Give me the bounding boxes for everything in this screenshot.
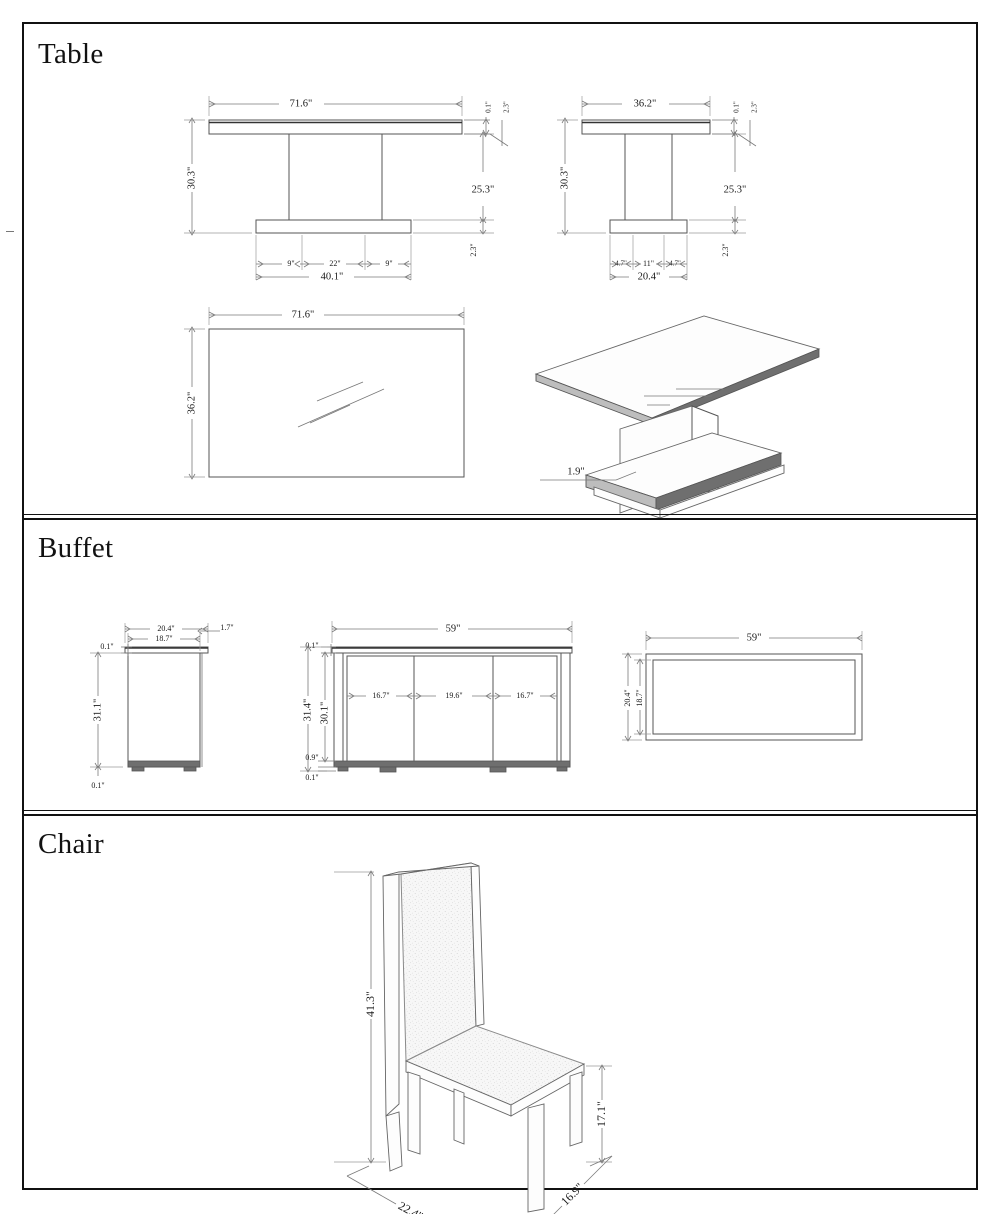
table-plan-view: 71.6" 36.2" xyxy=(184,307,465,480)
table-views-svg: 71.6" 30.3" 25.3" 2.3" xyxy=(184,96,821,519)
dim-table-side-top-width: 36.2" xyxy=(634,98,657,109)
dim-table-front-underside-height: 25.3" xyxy=(472,184,495,195)
dim-table-side-base-left: 4.7" xyxy=(615,260,627,268)
section-title-table: Table xyxy=(38,38,104,70)
dim-buffet-front-width: 59" xyxy=(446,623,461,634)
dim-table-plan-length: 71.6" xyxy=(292,309,315,320)
dim-buffet-side-body-height: 31.1" xyxy=(92,699,103,722)
dim-chair-width: 22.4" xyxy=(396,1199,426,1214)
drawing-sheet: Table 71.6" 30 xyxy=(22,22,980,1214)
dim-chair-seat-height: 17.1" xyxy=(594,1101,608,1127)
dim-table-front-top-width: 71.6" xyxy=(290,98,313,109)
dim-table-base-right: 9" xyxy=(385,259,392,268)
table-front-elevation: 71.6" 30.3" 25.3" 2.3" xyxy=(184,96,511,282)
dim-buffet-front-body-height: 30.1" xyxy=(319,702,330,725)
buffet-side-elevation: 20.4" 18.7" 1.7" 0.1" 31.1" xyxy=(90,623,234,790)
dim-buffet-side-top-thickness: 0.1" xyxy=(100,642,113,651)
buffet-views-svg: 20.4" 18.7" 1.7" 0.1" 31.1" xyxy=(90,621,863,790)
dim-table-side-edge-thick: 2.3" xyxy=(751,101,759,113)
chair-isometric-view: 41.3" 17.1" 22.4" 16.9" xyxy=(334,862,613,1214)
section-title-chair: Chair xyxy=(38,828,104,860)
buffet-drawings: 20.4" 18.7" 1.7" 0.1" 31.1" xyxy=(24,518,980,808)
dim-table-side-edge-thin: 0.1" xyxy=(733,101,741,113)
chair-drawings: 41.3" 17.1" 22.4" 16.9" xyxy=(24,814,980,1214)
dim-buffet-front-overall-height: 31.4" xyxy=(302,699,313,722)
buffet-plan-view: 59" 20.4" 18.7" xyxy=(622,631,863,742)
dim-table-iso-plinth: 1.9" xyxy=(567,466,584,477)
dim-buffet-door-right: 16.7" xyxy=(516,691,533,700)
table-drawings: 71.6" 30.3" 25.3" 2.3" xyxy=(24,24,980,524)
dim-table-front-base-thickness: 2.3" xyxy=(469,243,478,256)
section-divider-buffet-chair xyxy=(24,810,976,811)
section-divider-buffet-chair-thick xyxy=(24,814,976,816)
dim-table-side-base-thickness: 2.3" xyxy=(721,243,730,256)
dim-buffet-side-inner-depth: 18.7" xyxy=(155,634,172,643)
dim-table-side-overall-height: 30.3" xyxy=(559,167,570,190)
dim-buffet-side-outer-depth: 20.4" xyxy=(157,624,174,633)
section-title-buffet: Buffet xyxy=(38,532,114,564)
dim-buffet-side-foot-height: 0.1" xyxy=(91,781,104,790)
dim-table-base-left: 9" xyxy=(287,259,294,268)
dim-table-side-base-right: 4.7" xyxy=(669,260,681,268)
dim-table-base-center: 22" xyxy=(329,259,340,268)
dim-buffet-plan-outer-depth: 20.4" xyxy=(623,689,632,706)
dim-buffet-plan-inner-depth: 18.7" xyxy=(635,689,644,706)
dim-buffet-side-top-overhang: 1.7" xyxy=(220,623,233,632)
sheet-left-registration-tick xyxy=(6,231,14,232)
dim-chair-overall-height: 41.3" xyxy=(363,991,377,1017)
buffet-front-elevation: 59" 0.1" 31.4" 30.1" 0.9" xyxy=(300,621,573,782)
dim-chair-depth: 16.9" xyxy=(558,1180,586,1208)
dim-table-front-edge-thin: 0.1" xyxy=(485,101,493,113)
dim-buffet-plan-length: 59" xyxy=(747,632,762,643)
dim-buffet-door-center: 19.6" xyxy=(445,691,462,700)
dim-buffet-front-foot-height: 0.1" xyxy=(305,773,318,782)
chair-views-svg: 41.3" 17.1" 22.4" 16.9" xyxy=(334,862,613,1214)
dim-table-side-base-total: 20.4" xyxy=(638,271,661,282)
dim-buffet-door-left: 16.7" xyxy=(372,691,389,700)
dim-table-front-edge-thick: 2.3" xyxy=(503,101,511,113)
section-divider-table-buffet-thick xyxy=(24,518,976,520)
dim-buffet-front-toe-kick: 0.9" xyxy=(305,753,318,762)
dim-buffet-front-top-thickness: 0.1" xyxy=(305,641,318,650)
dim-table-side-base-center: 11" xyxy=(643,259,654,268)
dim-table-base-total: 40.1" xyxy=(321,271,344,282)
dim-table-front-overall-height: 30.3" xyxy=(186,167,197,190)
table-isometric-view: 1.9" xyxy=(534,315,821,519)
table-side-elevation: 36.2" 30.3" 25.3" 2.3" 0. xyxy=(557,96,759,282)
dim-table-plan-width: 36.2" xyxy=(186,392,197,415)
section-divider-table-buffet xyxy=(24,514,976,515)
dim-table-side-underside-height: 25.3" xyxy=(724,184,747,195)
